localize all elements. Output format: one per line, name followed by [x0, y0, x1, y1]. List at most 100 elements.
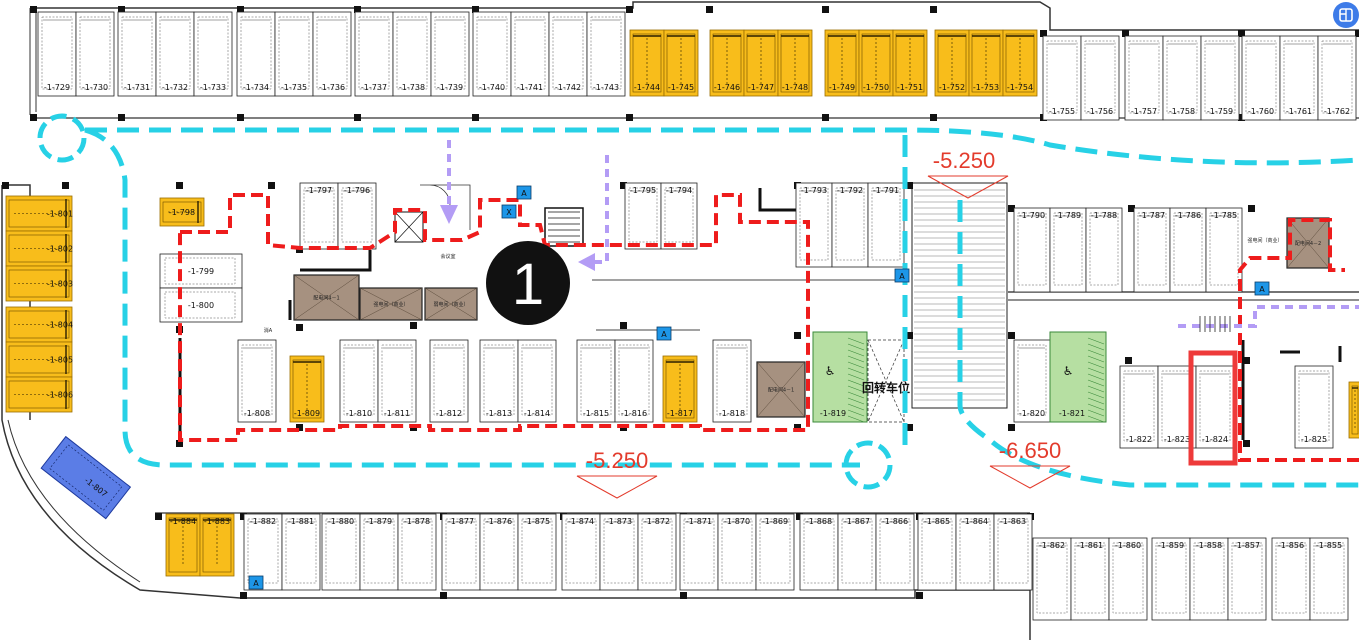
- parking-stall[interactable]: -1-794: [660, 182, 698, 250]
- parking-stall[interactable]: -1-730: [75, 11, 115, 97]
- parking-stall[interactable]: -1-755: [1042, 35, 1082, 121]
- parking-stall[interactable]: -1-824: [1195, 365, 1235, 449]
- parking-stall[interactable]: -1-825: [1294, 365, 1334, 449]
- parking-stall[interactable]: -1-882: [243, 513, 283, 591]
- exit-badge[interactable]: A: [248, 575, 264, 590]
- parking-stall[interactable]: -1-761: [1279, 35, 1319, 121]
- parking-stall[interactable]: -1-795: [624, 182, 662, 250]
- accessible-stall[interactable]: ♿-1-821: [1049, 331, 1107, 423]
- parking-stall[interactable]: -1-790: [1013, 207, 1051, 293]
- parking-stall[interactable]: -1-858: [1189, 537, 1229, 621]
- exit-badge[interactable]: X: [501, 204, 517, 219]
- parking-stall[interactable]: -1-801: [5, 195, 73, 232]
- parking-stall[interactable]: -1-760: [1241, 35, 1281, 121]
- parking-stall[interactable]: -1-811: [377, 339, 417, 423]
- parking-stall[interactable]: -1-875: [517, 513, 557, 591]
- parking-stall[interactable]: -1-734: [236, 11, 276, 97]
- parking-stall[interactable]: -1-873: [599, 513, 639, 591]
- parking-stall[interactable]: -1-883: [199, 513, 235, 577]
- parking-stall[interactable]: -1-798: [159, 197, 205, 227]
- exit-badge[interactable]: A: [516, 185, 532, 200]
- parking-stall[interactable]: -1-748: [777, 29, 813, 97]
- parking-stall[interactable]: -1-864: [955, 513, 995, 591]
- parking-stall[interactable]: -1-759: [1200, 35, 1240, 121]
- parking-stall[interactable]: -1-878: [397, 513, 437, 591]
- parking-stall[interactable]: -1-808: [237, 339, 277, 423]
- parking-stall[interactable]: -1-861: [1070, 537, 1110, 621]
- parking-stall[interactable]: -1-859: [1151, 537, 1191, 621]
- parking-stall[interactable]: -1-735: [274, 11, 314, 97]
- exit-badge[interactable]: A: [656, 326, 672, 341]
- parking-stall[interactable]: -1-810: [339, 339, 379, 423]
- parking-stall[interactable]: -1-879: [359, 513, 399, 591]
- parking-stall[interactable]: -1-874: [561, 513, 601, 591]
- parking-stall[interactable]: -1-876: [479, 513, 519, 591]
- parking-stall[interactable]: -1-869: [755, 513, 795, 591]
- accessible-stall[interactable]: ♿-1-819: [812, 331, 868, 423]
- parking-stall[interactable]: -1-856: [1271, 537, 1311, 621]
- parking-stall[interactable]: -1-758: [1162, 35, 1202, 121]
- parking-stall[interactable]: -1-739: [430, 11, 470, 97]
- parking-stall[interactable]: -1-865: [917, 513, 957, 591]
- parking-stall[interactable]: -1-741: [510, 11, 550, 97]
- parking-stall[interactable]: -1-757: [1124, 35, 1164, 121]
- parking-stall[interactable]: -1-814: [517, 339, 557, 423]
- parking-stall[interactable]: -1-799: [159, 253, 243, 289]
- parking-stall[interactable]: [1348, 381, 1359, 439]
- parking-stall[interactable]: -1-744: [629, 29, 665, 97]
- exit-badge[interactable]: A: [894, 268, 910, 283]
- parking-stall[interactable]: -1-788: [1085, 207, 1123, 293]
- parking-stall[interactable]: -1-805: [5, 341, 73, 378]
- parking-stall[interactable]: -1-877: [441, 513, 481, 591]
- parking-stall[interactable]: -1-732: [155, 11, 195, 97]
- parking-stall[interactable]: -1-816: [614, 339, 654, 423]
- parking-stall[interactable]: -1-860: [1108, 537, 1148, 621]
- floorplan-button[interactable]: [1333, 2, 1359, 28]
- parking-stall[interactable]: -1-870: [717, 513, 757, 591]
- parking-stall[interactable]: -1-756: [1080, 35, 1120, 121]
- parking-stall[interactable]: -1-752: [934, 29, 970, 97]
- parking-stall[interactable]: -1-806: [5, 376, 73, 413]
- parking-stall[interactable]: -1-884: [165, 513, 201, 577]
- parking-stall[interactable]: -1-785: [1205, 207, 1243, 293]
- parking-stall[interactable]: -1-796: [337, 182, 377, 250]
- parking-stall[interactable]: -1-863: [993, 513, 1033, 591]
- parking-stall[interactable]: -1-787: [1133, 207, 1171, 293]
- parking-stall[interactable]: -1-738: [392, 11, 432, 97]
- parking-stall[interactable]: -1-745: [663, 29, 699, 97]
- parking-stall[interactable]: -1-749: [824, 29, 860, 97]
- parking-stall[interactable]: -1-868: [799, 513, 839, 591]
- parking-stall[interactable]: -1-803: [5, 265, 73, 302]
- parking-stall[interactable]: -1-733: [193, 11, 233, 97]
- parking-stall[interactable]: -1-746: [709, 29, 745, 97]
- parking-stall[interactable]: -1-797: [299, 182, 339, 250]
- parking-stall[interactable]: -1-786: [1169, 207, 1207, 293]
- parking-stall[interactable]: -1-736: [312, 11, 352, 97]
- parking-stall[interactable]: -1-812: [429, 339, 469, 423]
- parking-stall[interactable]: -1-754: [1002, 29, 1038, 97]
- parking-stall[interactable]: -1-804: [5, 306, 73, 343]
- parking-stall[interactable]: -1-750: [858, 29, 894, 97]
- parking-stall[interactable]: -1-753: [968, 29, 1004, 97]
- parking-stall[interactable]: -1-881: [281, 513, 321, 591]
- parking-stall[interactable]: -1-789: [1049, 207, 1087, 293]
- parking-stall[interactable]: -1-792: [831, 182, 869, 268]
- parking-stall[interactable]: -1-791: [867, 182, 905, 268]
- parking-stall[interactable]: -1-815: [576, 339, 616, 423]
- parking-stall[interactable]: -1-857: [1227, 537, 1267, 621]
- parking-stall[interactable]: -1-813: [479, 339, 519, 423]
- parking-stall[interactable]: -1-802: [5, 230, 73, 267]
- parking-stall[interactable]: -1-751: [892, 29, 928, 97]
- parking-stall[interactable]: -1-820: [1013, 339, 1051, 423]
- parking-stall[interactable]: -1-871: [679, 513, 719, 591]
- parking-stall[interactable]: -1-729: [37, 11, 77, 97]
- parking-stall[interactable]: -1-866: [875, 513, 915, 591]
- parking-stall[interactable]: -1-740: [472, 11, 512, 97]
- parking-stall[interactable]: -1-809: [289, 355, 325, 423]
- parking-stall[interactable]: -1-737: [354, 11, 394, 97]
- parking-stall[interactable]: -1-747: [743, 29, 779, 97]
- parking-stall[interactable]: -1-731: [117, 11, 157, 97]
- parking-stall[interactable]: -1-807: [40, 435, 132, 520]
- parking-stall[interactable]: -1-872: [637, 513, 677, 591]
- parking-stall[interactable]: -1-818: [712, 339, 752, 423]
